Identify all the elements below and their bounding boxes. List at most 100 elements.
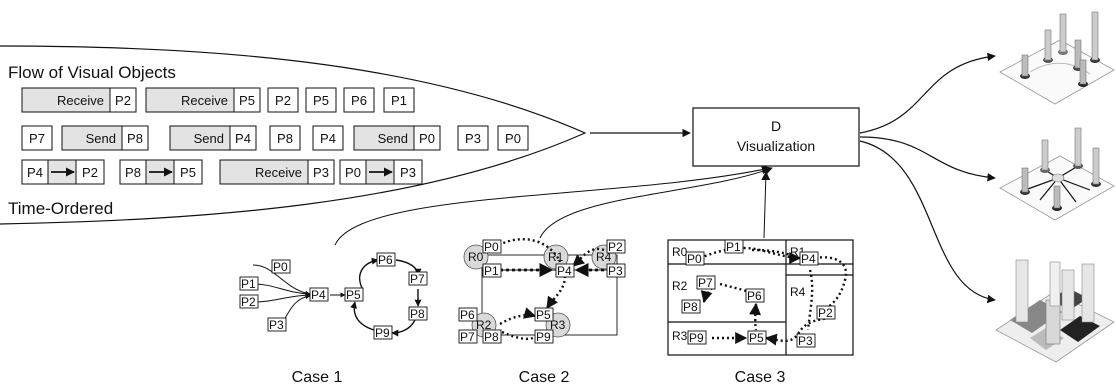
stream-token-action: Send — [378, 131, 408, 146]
case2-node: P5 — [534, 307, 554, 322]
stream-token-process: P8 — [127, 131, 143, 146]
case2-node-label: P5 — [536, 308, 551, 322]
case2-node-label: P9 — [536, 330, 551, 344]
case3-node: P8 — [681, 299, 701, 314]
case2-node: P2 — [606, 239, 626, 254]
stream-token-process: P4 — [235, 131, 251, 146]
output-arrow-1 — [859, 52, 996, 134]
case2-node: P3 — [606, 263, 626, 278]
time-ordered-label: Time-Ordered — [8, 199, 113, 218]
case2-label: Case 2 — [519, 369, 570, 386]
case1-node: P2 — [239, 294, 259, 309]
stream-token: P2 — [267, 87, 299, 113]
case3-node-label: P0 — [687, 252, 702, 266]
stream-token-label: P8 — [277, 131, 293, 146]
case3-label: Case 3 — [735, 369, 786, 386]
stream-token-process: P5 — [239, 93, 255, 108]
case3-node: P1 — [724, 239, 744, 254]
stream-token-label: P0 — [505, 131, 521, 146]
stream-token-process: P2 — [115, 93, 131, 108]
case2-node-label: P4 — [557, 264, 572, 278]
3d-network-visualization-icon — [999, 127, 1115, 221]
case2-node: P1 — [482, 263, 502, 278]
case1-node: P1 — [239, 276, 259, 291]
case2-node: P8 — [482, 329, 502, 344]
case3-region-label: R4 — [790, 285, 806, 299]
case2-region-label: R1 — [548, 250, 564, 264]
case1-node-label: P2 — [241, 295, 256, 309]
case1-node-label: P0 — [273, 260, 288, 274]
case1-label: Case 1 — [292, 369, 343, 386]
case2-node-label: P1 — [484, 264, 499, 278]
case1-node: P4 — [309, 287, 329, 302]
edge-target: P2 — [82, 165, 98, 180]
stream-token-label: P6 — [351, 93, 367, 108]
case3-node-label: P8 — [683, 300, 698, 314]
case3-region-label: R0 — [672, 245, 688, 259]
case1-node: P3 — [267, 317, 287, 332]
case3-node: P5 — [747, 330, 767, 345]
case1-node: P6 — [376, 252, 396, 267]
case3-node-label: P1 — [726, 240, 741, 254]
case1-node-label: P3 — [269, 318, 284, 332]
case3-node: P3 — [796, 333, 816, 348]
stream-token-action: Receive — [57, 93, 104, 108]
case3-node-label: P5 — [749, 331, 764, 345]
stream-token-process: P0 — [419, 131, 435, 146]
case3-node: P0 — [685, 251, 705, 266]
case2-node: P7 — [458, 329, 478, 344]
edge-target: P5 — [180, 165, 196, 180]
case1-node-label: P7 — [410, 272, 425, 286]
case2-node-label: P2 — [608, 240, 623, 254]
stream-token: P8 P5 — [119, 159, 203, 185]
edge-source: P0 — [345, 165, 361, 180]
case1-node: P7 — [408, 271, 428, 286]
edge-source: P4 — [27, 165, 43, 180]
case3-node-label: P2 — [818, 306, 833, 320]
stream-token-label: P2 — [275, 93, 291, 108]
stream-token-label: P4 — [320, 131, 336, 146]
case2-feed-arrow — [539, 166, 773, 239]
case1-node-label: P6 — [378, 253, 393, 267]
case2-node-label: P6 — [460, 308, 475, 322]
case1-node-label: P9 — [375, 326, 390, 340]
edge-source: P8 — [125, 165, 141, 180]
case1-node-label: P8 — [410, 307, 425, 321]
edge-target: P3 — [400, 165, 416, 180]
stream-token: P0 — [497, 125, 529, 151]
stream-token-action: Send — [194, 131, 224, 146]
3d-histogram-visualization-icon — [995, 259, 1115, 363]
case2-node: P0 — [482, 239, 502, 254]
case2-node: P4 — [555, 263, 575, 278]
stream-token-label: P3 — [465, 131, 481, 146]
stream-token-label: P1 — [391, 93, 407, 108]
stream-token: P5 — [305, 87, 337, 113]
flow-funnel-outline — [0, 45, 587, 225]
case2-region-label: R3 — [550, 318, 566, 332]
case2-node-label: P0 — [484, 240, 499, 254]
case2-node-label: P3 — [608, 264, 623, 278]
case2-node-label: P8 — [484, 330, 499, 344]
stream-token-label: P5 — [313, 93, 329, 108]
case3-region-label: R2 — [672, 279, 688, 293]
case1-node: P9 — [373, 325, 393, 340]
case2-node: P9 — [534, 329, 554, 344]
stream-token-label: P7 — [29, 131, 45, 146]
case3-node: P7 — [696, 275, 716, 290]
stream-token: P8 — [269, 125, 301, 151]
flow-title: Flow of Visual Objects — [8, 63, 176, 82]
case3-node: P4 — [799, 251, 819, 266]
stream-token-process: P3 — [313, 165, 329, 180]
output-arrow-3 — [859, 140, 996, 304]
case2-node: P6 — [458, 307, 478, 322]
stream-token: Send P4 — [169, 125, 257, 151]
case1-node: P8 — [408, 306, 428, 321]
stream-token: P4 — [312, 125, 344, 151]
stream-token: P7 — [21, 125, 53, 151]
case1-node: P5 — [344, 287, 364, 302]
